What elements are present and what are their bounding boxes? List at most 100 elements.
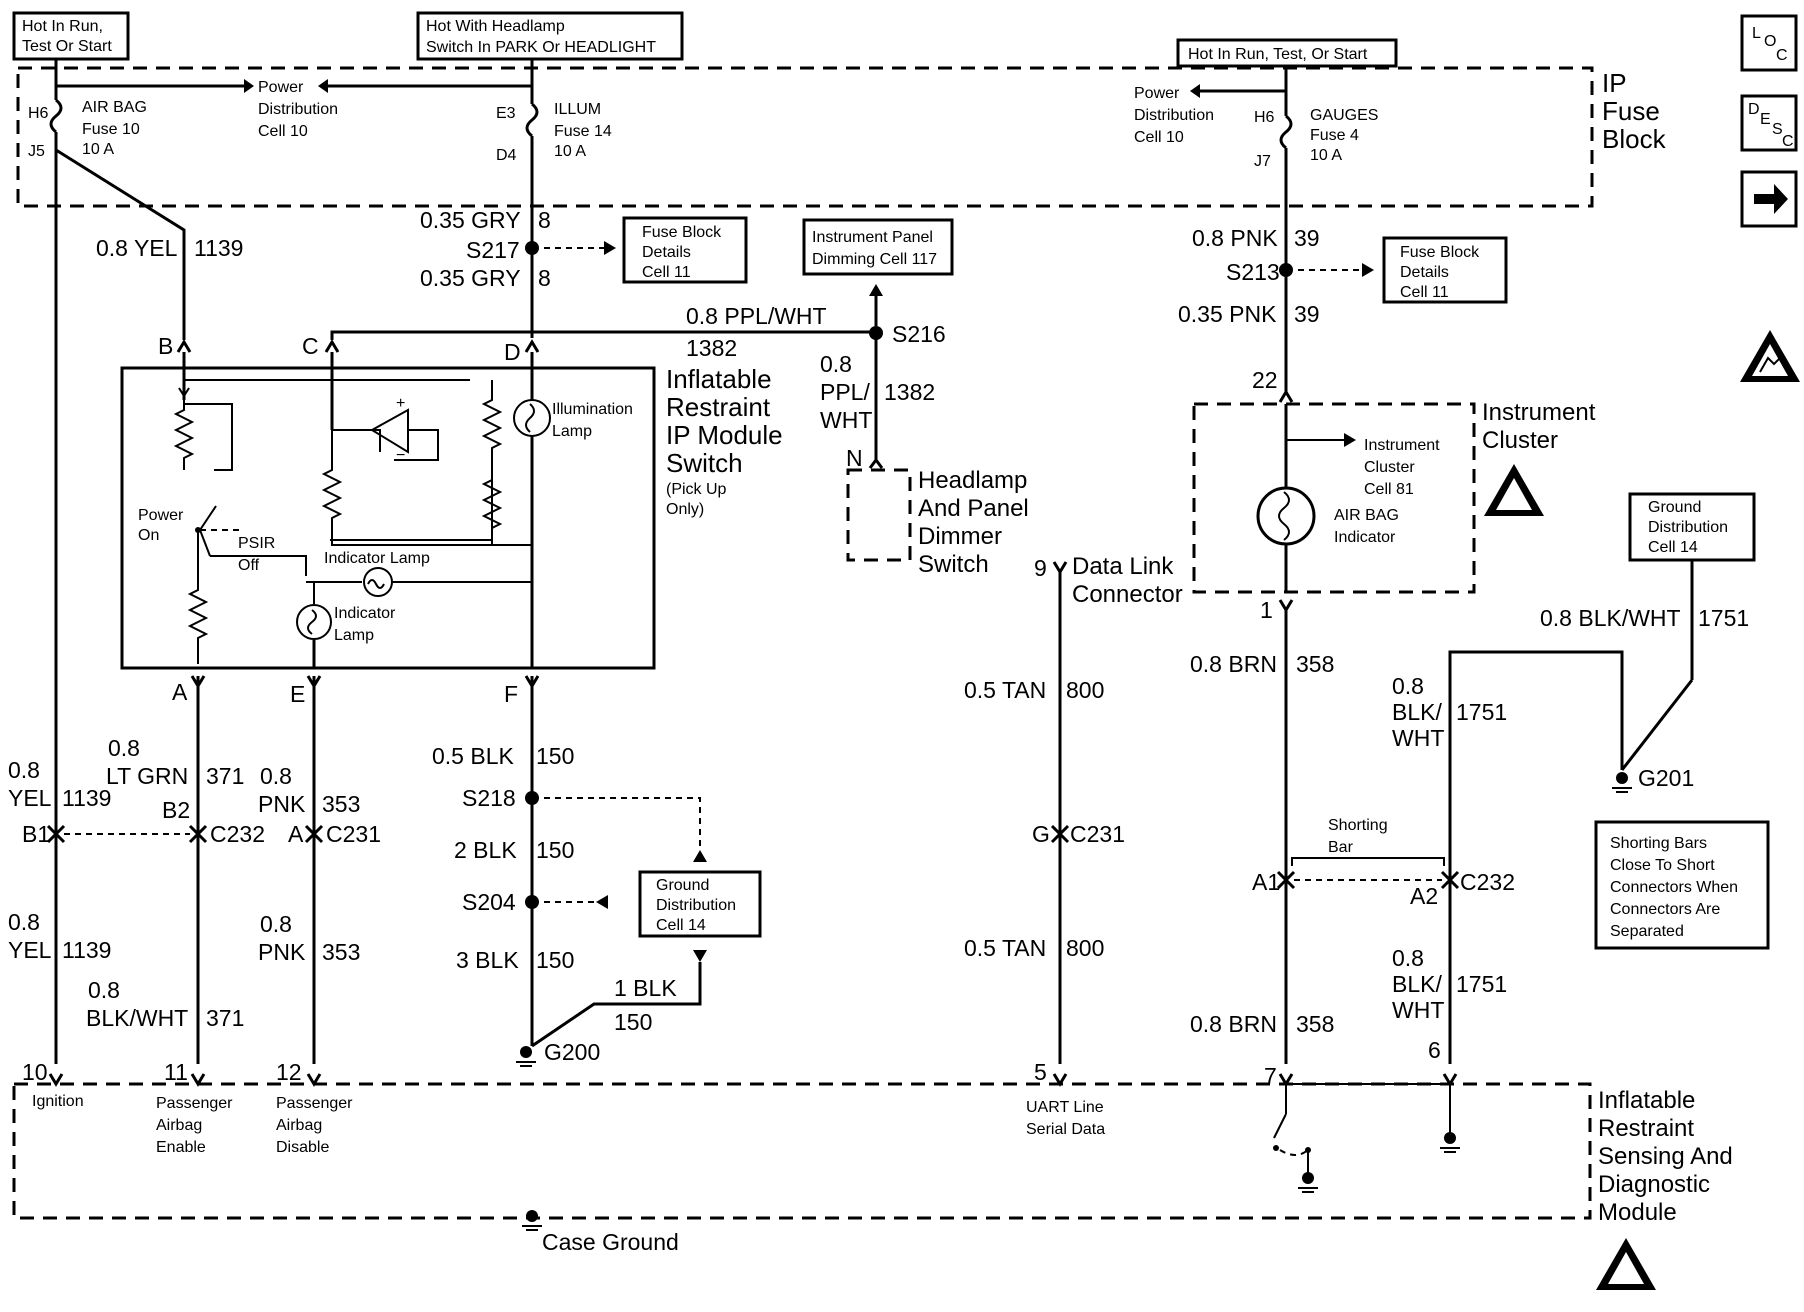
svg-text:C231: C231 — [326, 821, 381, 847]
svg-text:And Panel: And Panel — [918, 495, 1029, 522]
svg-text:Cell 10: Cell 10 — [1134, 129, 1184, 146]
svg-text:Cell 14: Cell 14 — [656, 917, 706, 934]
svg-text:WHT: WHT — [1392, 997, 1444, 1023]
svg-text:358: 358 — [1296, 651, 1334, 677]
svg-text:Shorting Bars: Shorting Bars — [1610, 835, 1707, 852]
svg-text:Hot In Run, Test, Or Start: Hot In Run, Test, Or Start — [1188, 46, 1368, 63]
svg-text:D: D — [1748, 101, 1760, 118]
svg-text:Dimming Cell 117: Dimming Cell 117 — [812, 251, 937, 268]
svg-text:Sensing And: Sensing And — [1598, 1143, 1733, 1170]
svg-text:3 BLK: 3 BLK — [456, 947, 519, 973]
svg-text:WHT: WHT — [820, 407, 872, 433]
svg-text:Close To Short: Close To Short — [1610, 857, 1715, 874]
svg-text:0.35 GRY: 0.35 GRY — [420, 265, 521, 291]
svg-text:0.5 TAN: 0.5 TAN — [964, 935, 1046, 961]
svg-text:PSIR: PSIR — [238, 535, 275, 552]
svg-text:Switch: Switch — [918, 551, 989, 578]
svg-text:12: 12 — [276, 1059, 302, 1085]
svg-text:371: 371 — [206, 763, 244, 789]
ip-dimming-box: Instrument Panel Dimming Cell 117 — [802, 218, 954, 276]
svg-text:1751: 1751 — [1698, 605, 1749, 631]
loc-icon[interactable]: L O C — [1740, 14, 1798, 72]
svg-text:150: 150 — [614, 1009, 652, 1035]
c231-left-connector: A C231 — [288, 821, 381, 847]
svg-text:Cell 81: Cell 81 — [1364, 481, 1414, 498]
svg-text:IP: IP — [1602, 68, 1627, 98]
svg-text:0.8 PNK: 0.8 PNK — [1192, 225, 1278, 251]
svg-text:0.8 PPL/WHT: 0.8 PPL/WHT — [686, 303, 827, 329]
hot-run-start-box: Hot In Run, Test Or Start — [12, 11, 130, 61]
svg-text:0.8 BLK/WHT: 0.8 BLK/WHT — [1540, 605, 1681, 631]
svg-text:Switch: Switch — [666, 448, 743, 478]
svg-text:UART Line: UART Line — [1026, 1099, 1104, 1116]
svg-text:Instrument: Instrument — [1364, 437, 1440, 454]
svg-text:0.8: 0.8 — [8, 909, 40, 935]
svg-text:S217: S217 — [466, 237, 520, 263]
illum-fuse: E3 D4 ILLUM Fuse 14 10 A — [496, 60, 612, 164]
svg-text:Distribution: Distribution — [258, 101, 338, 118]
svg-text:Fuse 14: Fuse 14 — [554, 123, 612, 140]
svg-text:Ignition: Ignition — [32, 1093, 84, 1110]
svg-text:Passenger: Passenger — [276, 1095, 353, 1112]
svg-text:C: C — [1782, 133, 1794, 150]
svg-text:1139: 1139 — [62, 785, 111, 811]
arrow-right-icon[interactable] — [1740, 170, 1798, 228]
svg-text:150: 150 — [536, 837, 574, 863]
svg-text:Fuse 10: Fuse 10 — [82, 121, 140, 138]
g200-ground-icon — [516, 1046, 536, 1067]
svg-text:0.35 PNK: 0.35 PNK — [1178, 301, 1277, 327]
svg-text:H6: H6 — [28, 105, 49, 122]
svg-text:22: 22 — [1252, 367, 1278, 393]
esd-warning-icon-2 — [1484, 464, 1544, 516]
ground-dist-box-2: Ground Distribution Cell 14 — [1628, 492, 1756, 562]
svg-text:S213: S213 — [1226, 259, 1280, 285]
svg-text:PPL/: PPL/ — [820, 379, 870, 405]
svg-text:Indicator: Indicator — [334, 605, 396, 622]
svg-text:Diagnostic: Diagnostic — [1598, 1171, 1710, 1198]
svg-text:11: 11 — [164, 1059, 188, 1085]
svg-text:8: 8 — [538, 207, 551, 233]
svg-text:AIR BAG: AIR BAG — [1334, 507, 1399, 524]
svg-text:10 A: 10 A — [82, 141, 114, 158]
svg-text:S: S — [1772, 121, 1783, 138]
svg-text:Distribution: Distribution — [1648, 519, 1728, 536]
fuse-block-details-box-2: Fuse Block Details Cell 11 — [1382, 236, 1508, 304]
svg-text:Disable: Disable — [276, 1139, 329, 1156]
svg-text:H6: H6 — [1254, 109, 1275, 126]
desc-icon[interactable]: D E S C — [1740, 94, 1798, 152]
svg-text:39: 39 — [1294, 301, 1320, 327]
svg-text:L: L — [1752, 25, 1761, 42]
shorting-note-box: Shorting Bars Close To Short Connectors … — [1594, 820, 1770, 950]
svg-text:G: G — [1032, 821, 1050, 847]
hot-run-test-start-box: Hot In Run, Test, Or Start — [1176, 38, 1398, 68]
svg-text:C232: C232 — [1460, 869, 1515, 895]
svg-text:N: N — [846, 445, 863, 471]
svg-text:Details: Details — [642, 244, 691, 261]
svg-text:Cell 11: Cell 11 — [642, 264, 691, 281]
hot-headlamp-box: Hot With Headlamp Switch In PARK Or HEAD… — [416, 11, 684, 61]
svg-text:Enable: Enable — [156, 1139, 206, 1156]
svg-text:Connector: Connector — [1072, 581, 1183, 608]
svg-text:Serial Data: Serial Data — [1026, 1121, 1105, 1138]
svg-text:Airbag: Airbag — [276, 1117, 322, 1134]
svg-text:0.8: 0.8 — [260, 763, 292, 789]
svg-text:10 A: 10 A — [1310, 147, 1342, 164]
svg-text:(Pick Up: (Pick Up — [666, 481, 727, 498]
svg-text:Power: Power — [258, 79, 304, 96]
svg-text:39: 39 — [1294, 225, 1320, 251]
svg-text:Instrument Panel: Instrument Panel — [812, 229, 933, 246]
svg-text:1382: 1382 — [686, 335, 737, 361]
ip-fuse-block: IP Fuse Block H6 J5 AIR BAG Fuse 10 10 A… — [16, 60, 1667, 208]
g201-ground-icon — [1612, 772, 1632, 793]
svg-text:10: 10 — [22, 1059, 48, 1085]
svg-text:ILLUM: ILLUM — [554, 101, 601, 118]
esd-warning-icon-3 — [1596, 1238, 1656, 1290]
svg-text:0.5 TAN: 0.5 TAN — [964, 677, 1046, 703]
svg-text:Connectors When: Connectors When — [1610, 879, 1738, 896]
svg-text:5: 5 — [1034, 1059, 1047, 1085]
svg-text:800: 800 — [1066, 935, 1104, 961]
svg-text:Bar: Bar — [1328, 839, 1354, 856]
svg-text:Lamp: Lamp — [552, 423, 592, 440]
svg-text:Inflatable: Inflatable — [1598, 1087, 1695, 1114]
svg-text:C: C — [302, 333, 319, 359]
